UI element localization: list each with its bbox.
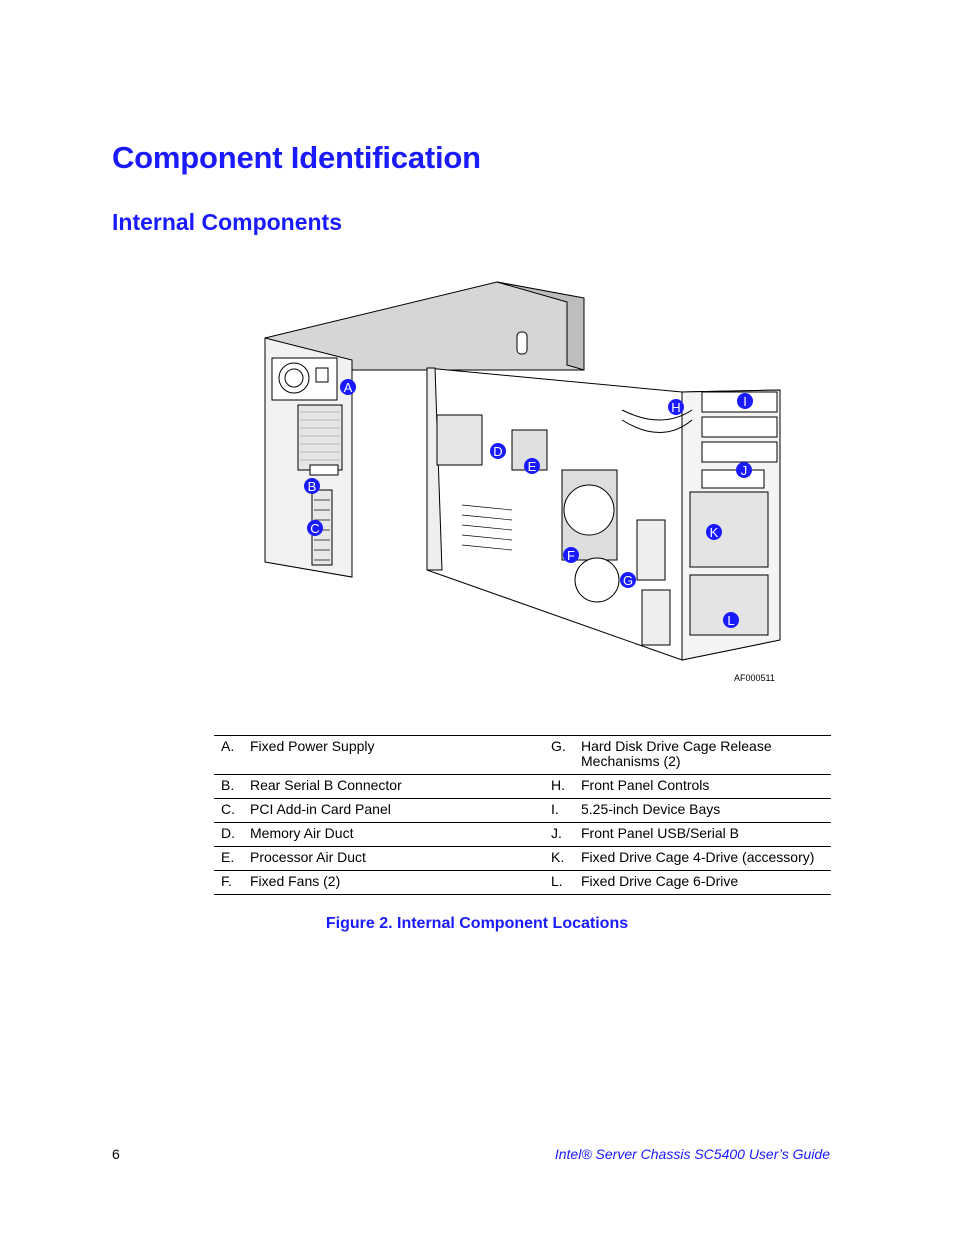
callout-f: F xyxy=(563,547,579,563)
legend-text: Processor Air Duct xyxy=(250,846,545,871)
component-legend-table: A. Fixed Power Supply G. Hard Disk Drive… xyxy=(214,735,831,895)
legend-text: Fixed Power Supply xyxy=(250,735,545,775)
legend-letter: J. xyxy=(545,822,581,847)
legend-text: Front Panel USB/Serial B xyxy=(581,822,831,847)
table-row: E. Processor Air Duct K. Fixed Drive Cag… xyxy=(214,846,831,871)
legend-text: Hard Disk Drive Cage Release Mechanisms … xyxy=(581,735,831,775)
svg-text:B: B xyxy=(308,479,317,494)
svg-text:F: F xyxy=(567,548,575,563)
svg-text:J: J xyxy=(741,463,748,478)
table-row: C. PCI Add-in Card Panel I. 5.25-inch De… xyxy=(214,798,831,823)
callout-c: C xyxy=(307,520,323,536)
svg-text:E: E xyxy=(528,459,537,474)
legend-letter: A. xyxy=(214,735,250,775)
legend-text: Fixed Fans (2) xyxy=(250,870,545,895)
callout-a: A xyxy=(340,379,356,395)
running-footer-title: Intel® Server Chassis SC5400 User’s Guid… xyxy=(554,1146,830,1162)
callout-e: E xyxy=(524,458,540,474)
open-chassis-drawing xyxy=(426,367,781,661)
legend-letter: F. xyxy=(214,870,250,895)
legend-letter: E. xyxy=(214,846,250,871)
legend-letter: D. xyxy=(214,822,250,847)
chassis-illustration: A B C D E F G H I J K L xyxy=(262,280,782,690)
svg-text:I: I xyxy=(743,394,747,409)
table-row: F. Fixed Fans (2) L. Fixed Drive Cage 6-… xyxy=(214,870,831,895)
legend-letter: L. xyxy=(545,870,581,895)
legend-text: Memory Air Duct xyxy=(250,822,545,847)
callout-d: D xyxy=(490,443,506,459)
section-heading: Internal Components xyxy=(112,209,343,235)
table-row: D. Memory Air Duct J. Front Panel USB/Se… xyxy=(214,822,831,847)
table-row: A. Fixed Power Supply G. Hard Disk Drive… xyxy=(214,735,831,775)
legend-text: Fixed Drive Cage 4-Drive (accessory) xyxy=(581,846,831,871)
page-title: Component Identification xyxy=(112,140,481,175)
legend-text: Rear Serial B Connector xyxy=(250,774,545,799)
legend-letter: I. xyxy=(545,798,581,823)
legend-text: 5.25-inch Device Bays xyxy=(581,798,831,823)
svg-text:A: A xyxy=(344,380,353,395)
callout-j: J xyxy=(736,462,752,478)
legend-letter: C. xyxy=(214,798,250,823)
page-number: 6 xyxy=(112,1146,120,1162)
figure-caption: Figure 2. Internal Component Locations xyxy=(325,915,629,932)
figure-code: AF000511 xyxy=(734,673,775,683)
callout-h: H xyxy=(668,399,684,415)
legend-letter: K. xyxy=(545,846,581,871)
legend-text: PCI Add-in Card Panel xyxy=(250,798,545,823)
svg-text:G: G xyxy=(623,573,633,588)
table-row: B. Rear Serial B Connector H. Front Pane… xyxy=(214,774,831,799)
legend-letter: G. xyxy=(545,735,581,775)
callout-g: G xyxy=(620,572,636,588)
svg-text:H: H xyxy=(671,400,680,415)
legend-letter: B. xyxy=(214,774,250,799)
callout-i: I xyxy=(737,393,753,409)
callout-k: K xyxy=(706,524,722,540)
callout-l: L xyxy=(723,612,739,628)
svg-text:K: K xyxy=(710,525,719,540)
svg-text:C: C xyxy=(310,521,319,536)
callout-b: B xyxy=(304,478,320,494)
legend-text: Front Panel Controls xyxy=(581,774,831,799)
legend-letter: H. xyxy=(545,774,581,799)
legend-text: Fixed Drive Cage 6-Drive xyxy=(581,870,831,895)
rear-chassis-drawing xyxy=(264,281,585,578)
svg-text:L: L xyxy=(727,613,734,628)
svg-text:D: D xyxy=(493,444,502,459)
